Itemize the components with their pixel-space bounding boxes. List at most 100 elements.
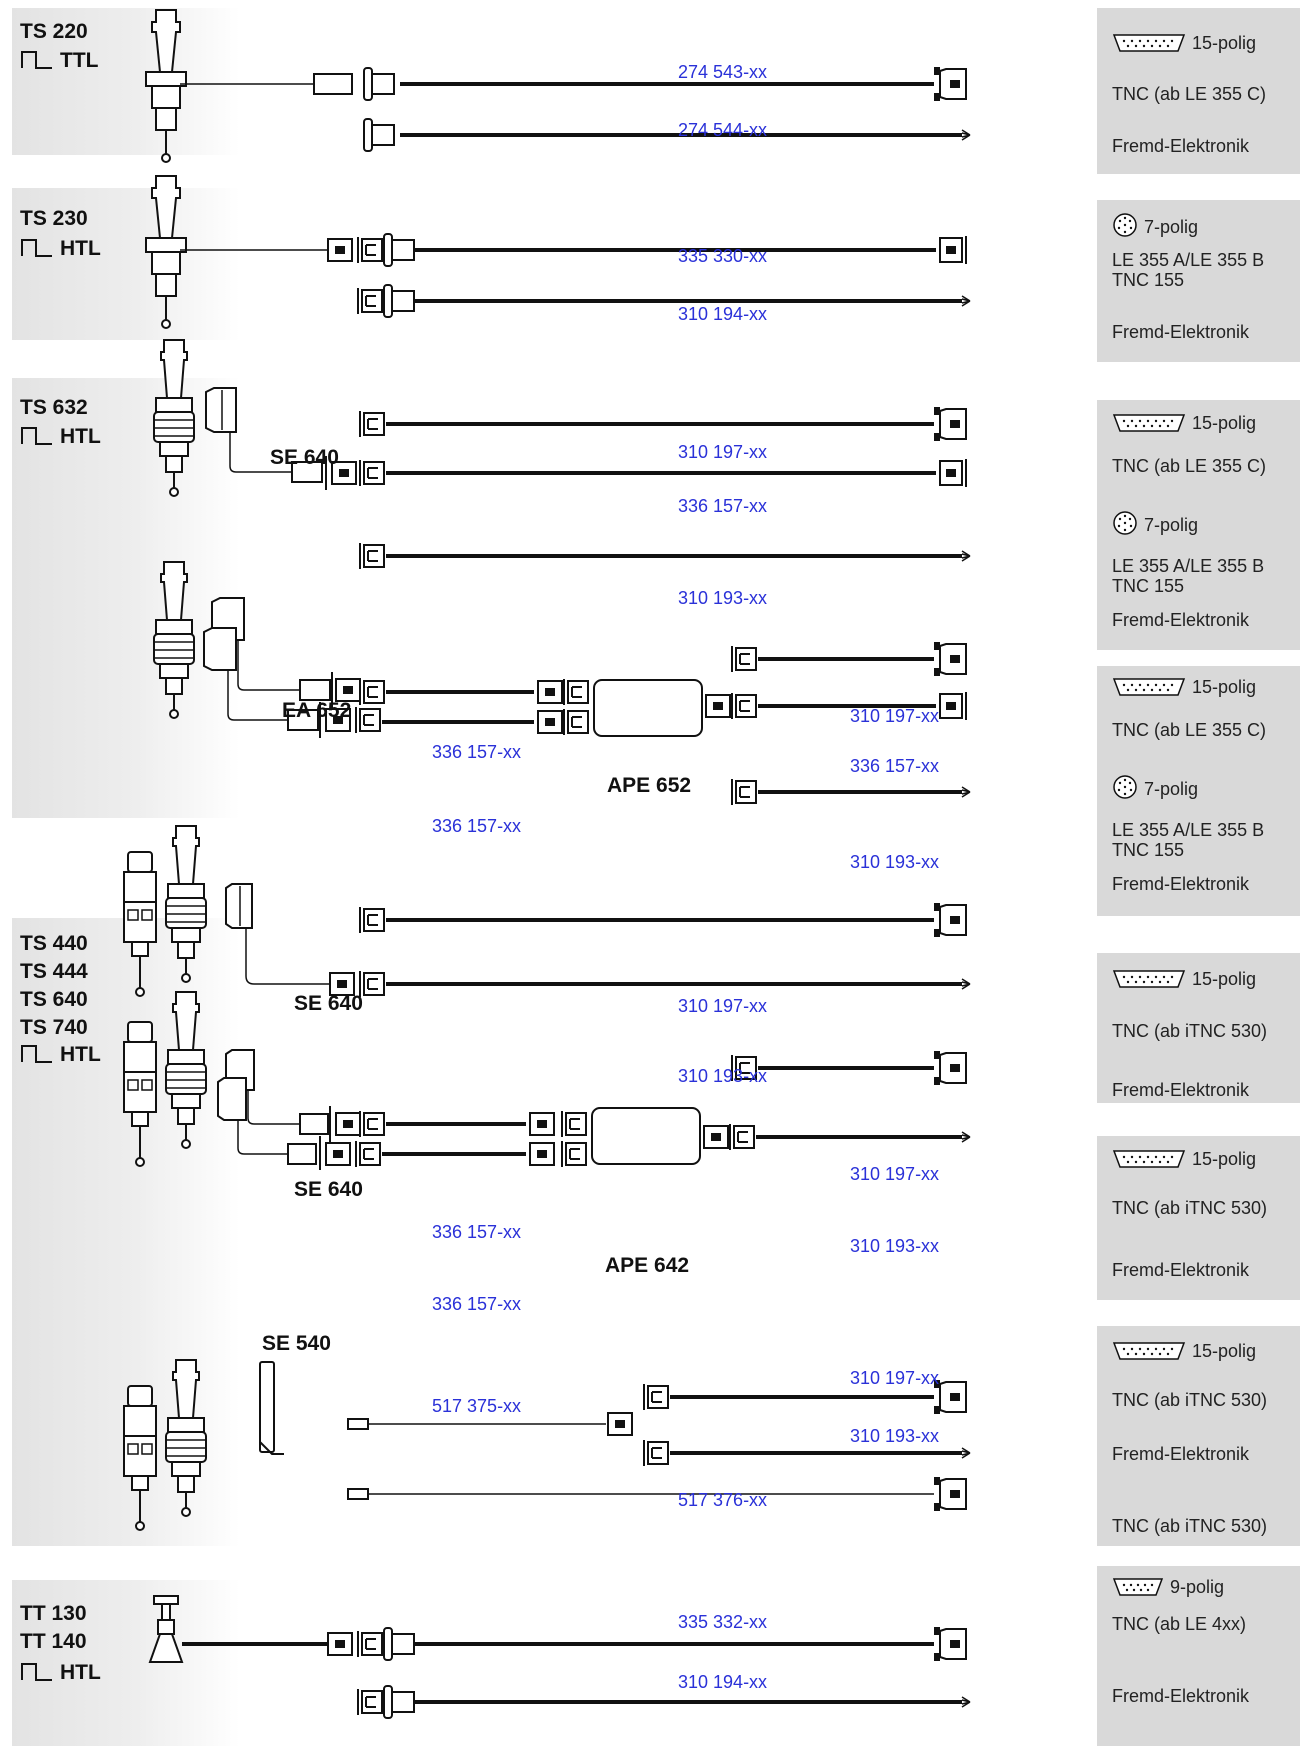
square-wave-icon bbox=[21, 427, 52, 445]
ts440-probe bbox=[165, 825, 207, 983]
sub-d-9-icon bbox=[1112, 1578, 1164, 1596]
target-label: TNC (ab LE 355 C) bbox=[1112, 720, 1267, 740]
target-panel-7 bbox=[1097, 1326, 1300, 1546]
cable-label: 336 157-xx bbox=[678, 496, 768, 516]
unit-label: SE 640 bbox=[270, 446, 339, 469]
ts230-probe bbox=[145, 175, 187, 329]
sub-d-15-icon bbox=[1112, 678, 1186, 696]
ts220-probe bbox=[145, 9, 187, 163]
cable-label: 335 332-xx bbox=[678, 1612, 768, 1632]
ts440-side-probe-3 bbox=[123, 1385, 157, 1531]
pin-header: 9-polig bbox=[1112, 1576, 1224, 1598]
cable-label: 274 543-xx bbox=[678, 62, 768, 82]
pin-header: 7-polig bbox=[1112, 510, 1198, 536]
probe-panel-ts220 bbox=[12, 8, 240, 155]
cable-label: 336 157-xx bbox=[432, 816, 522, 836]
target-label: TNC (ab LE 4xx) bbox=[1112, 1614, 1247, 1634]
target-label: Fremd-Elektronik bbox=[1112, 1444, 1250, 1464]
cable-label: 310 193-xx bbox=[678, 588, 768, 608]
pin-header: 15-polig bbox=[1112, 32, 1256, 54]
probe-panel-ts632 bbox=[12, 378, 240, 818]
unit-label: APE 642 bbox=[605, 1254, 690, 1277]
cable-label: 310 193-xx bbox=[850, 852, 940, 872]
target-label: Fremd-Elektronik bbox=[1112, 1080, 1250, 1100]
ts440-probe-2 bbox=[165, 991, 207, 1149]
ts440-probe-3 bbox=[165, 1359, 207, 1517]
target-label: TNC 155 bbox=[1112, 840, 1185, 860]
cable-label: 310 194-xx bbox=[678, 1672, 768, 1692]
target-label: TNC 155 bbox=[1112, 576, 1185, 596]
cable-label: 310 197-xx bbox=[678, 996, 768, 1016]
target-label: Fremd-Elektronik bbox=[1112, 322, 1250, 342]
target-label: Fremd-Elektronik bbox=[1112, 610, 1250, 630]
square-wave-icon bbox=[21, 239, 52, 257]
sub-d-15-icon bbox=[1112, 1342, 1186, 1360]
ape652-box bbox=[593, 679, 703, 737]
tt130-probe bbox=[148, 1595, 184, 1663]
sub-d-15-icon bbox=[1112, 34, 1186, 52]
signal-type: HTL bbox=[60, 1661, 101, 1684]
target-label: TNC (ab LE 355 C) bbox=[1112, 84, 1267, 104]
target-label: TNC (ab iTNC 530) bbox=[1112, 1198, 1268, 1218]
signal-label: HTL bbox=[20, 424, 101, 449]
square-wave-icon bbox=[21, 51, 52, 69]
target-label: TNC (ab iTNC 530) bbox=[1112, 1516, 1268, 1536]
target-label: Fremd-Elektronik bbox=[1112, 1260, 1250, 1280]
group-title: TS 230 bbox=[20, 207, 88, 230]
cable-label: 310 193-xx bbox=[850, 1236, 940, 1256]
group-title: TT 130 TT 140 bbox=[20, 1602, 87, 1653]
se540-unit bbox=[259, 1361, 275, 1453]
cable-label: 310 193-xx bbox=[678, 1066, 768, 1086]
ts632-probe-2 bbox=[153, 561, 195, 719]
pin-header: 7-polig bbox=[1112, 774, 1198, 800]
cable-label: 310 194-xx bbox=[678, 304, 768, 324]
square-wave-icon bbox=[21, 1663, 52, 1681]
din-7-icon bbox=[1113, 213, 1137, 237]
signal-label: TTL bbox=[20, 48, 98, 73]
cable-label: 310 197-xx bbox=[850, 1164, 940, 1184]
unit-label: SE 640 bbox=[294, 1178, 363, 1201]
sub-d-15-icon bbox=[1112, 1150, 1186, 1168]
target-label: Fremd-Elektronik bbox=[1112, 136, 1250, 156]
signal-type: HTL bbox=[60, 237, 101, 260]
cable-label: 517 375-xx bbox=[432, 1396, 522, 1416]
signal-type: TTL bbox=[60, 49, 99, 72]
din-7-icon bbox=[1113, 775, 1137, 799]
pin-header: 15-polig bbox=[1112, 1340, 1256, 1362]
sub-d-15-icon bbox=[1112, 970, 1186, 988]
target-label: LE 355 A/LE 355 B bbox=[1112, 820, 1265, 840]
target-label: TNC (ab iTNC 530) bbox=[1112, 1021, 1268, 1041]
cable-label: 310 193-xx bbox=[850, 1426, 940, 1446]
sub-d-15-icon bbox=[1112, 414, 1186, 432]
pin-header: 15-polig bbox=[1112, 968, 1256, 990]
unit-label: APE 652 bbox=[607, 774, 692, 797]
din-7-icon bbox=[1113, 511, 1137, 535]
probe-panel-ts230 bbox=[12, 188, 240, 340]
pin-header: 7-polig bbox=[1112, 212, 1198, 238]
signal-label: HTL bbox=[20, 236, 101, 261]
target-label: Fremd-Elektronik bbox=[1112, 874, 1250, 894]
target-label: LE 355 A/LE 355 B bbox=[1112, 556, 1265, 576]
group-title: TS 440 TS 444 TS 640 TS 740 bbox=[20, 932, 88, 1039]
signal-type: HTL bbox=[60, 1043, 101, 1066]
probe-panel-tt130 bbox=[12, 1580, 240, 1746]
cable-label: 310 197-xx bbox=[850, 1368, 940, 1388]
pin-header: 15-polig bbox=[1112, 676, 1256, 698]
target-panel-8 bbox=[1097, 1566, 1300, 1746]
target-label: TNC (ab LE 355 C) bbox=[1112, 456, 1267, 476]
ape642-box bbox=[591, 1107, 701, 1165]
cable-label: 310 197-xx bbox=[850, 706, 940, 726]
unit-label: SE 640 bbox=[294, 992, 363, 1015]
cable-label: 336 157-xx bbox=[432, 742, 522, 762]
target-label: TNC 155 bbox=[1112, 270, 1185, 290]
ts440-side-probe bbox=[123, 851, 157, 997]
signal-type: HTL bbox=[60, 425, 101, 448]
target-label: TNC (ab iTNC 530) bbox=[1112, 1390, 1268, 1410]
ts632-probe bbox=[153, 339, 195, 497]
cable-label: 336 157-xx bbox=[432, 1294, 522, 1314]
signal-label: HTL bbox=[20, 1042, 101, 1067]
group-title: TS 632 bbox=[20, 396, 88, 419]
pin-header: 15-polig bbox=[1112, 412, 1256, 434]
